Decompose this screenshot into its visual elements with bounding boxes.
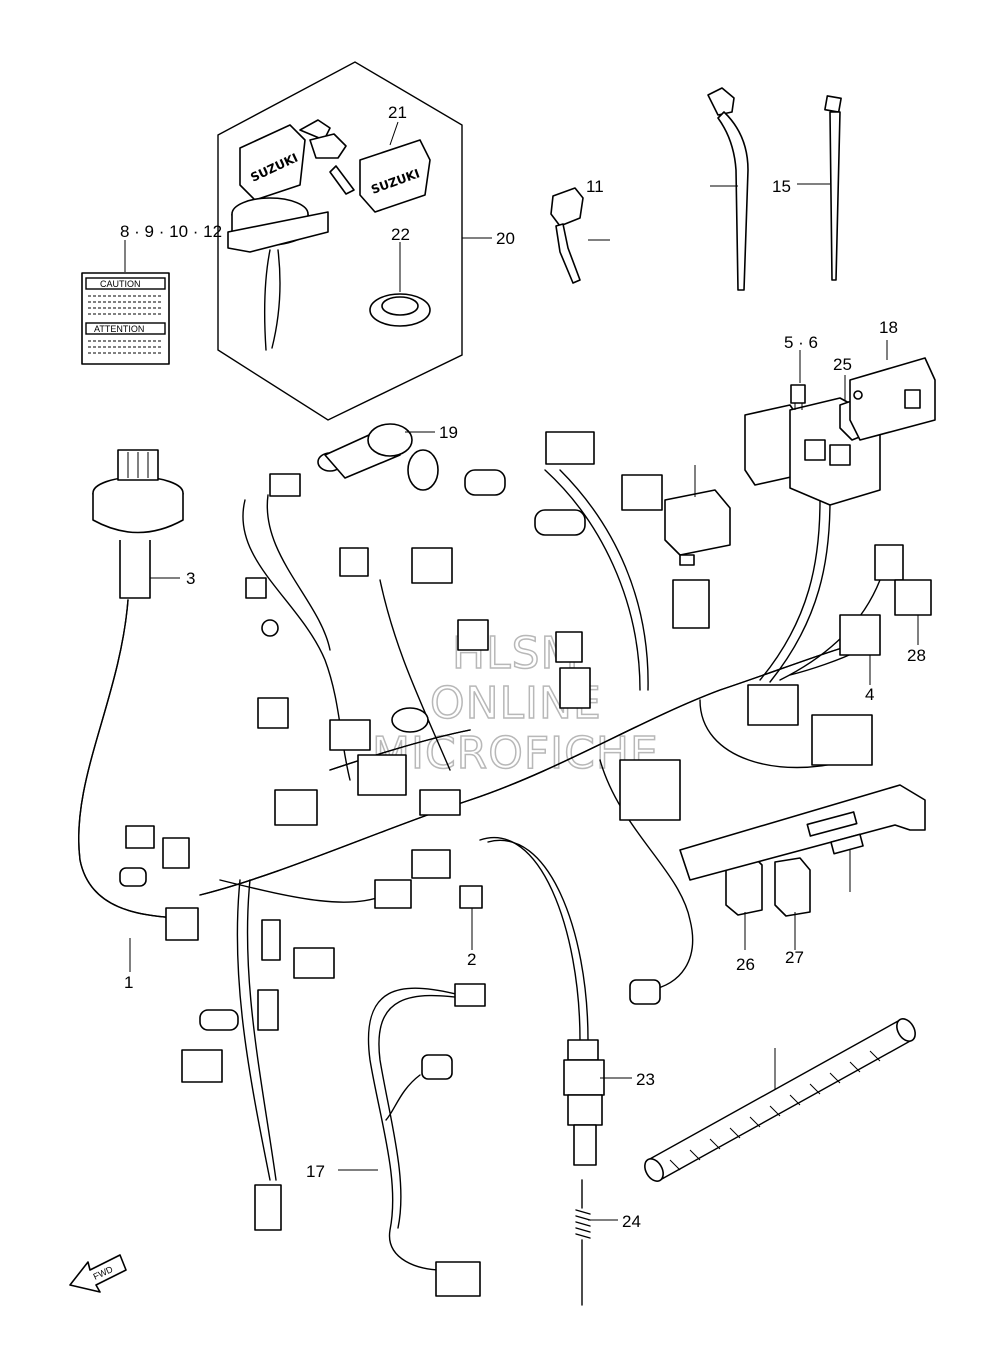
connector-2 [459,885,483,909]
spare-key [550,187,584,284]
ignition-switch-kit: SUZUKI SUZUKI [217,61,463,421]
leader-lines [124,121,919,1221]
accessory-socket [317,423,439,491]
connector-4 [839,614,881,656]
caution-text: CAUTION [100,279,141,289]
callout-22: 26 [736,955,755,974]
ignition-cap: SUZUKI [359,139,431,213]
connector-23 [774,857,811,917]
callout-2: 2 [467,950,476,969]
callout-8-12: 11 [586,177,604,196]
callout-18: 22 [391,225,410,244]
attention-text: ATTENTION [94,324,144,334]
harness-connectors [119,431,904,1231]
callout-labels: 8 · 9 · 10 · 12 21 22 20 8 · 9 · 10 · 12… [120,103,926,1231]
main-wiring-harness [78,469,881,1181]
callout-5-6: 5 · 6 [784,333,818,352]
cable-tie-small [824,95,842,281]
corrugated-tube [644,1018,916,1182]
callout-17: 21 [388,103,407,122]
watermark: HLSM ONLINE MICROFICHE [371,627,659,780]
callout-24: 28 [907,646,926,665]
callout-13: 17 [306,1162,325,1181]
sub-harness [367,983,486,1297]
fuse-bracket [849,357,936,441]
callout-20: 24 [622,1212,641,1231]
callout-23: 27 [785,948,804,967]
connector-24 [894,579,932,616]
relay-large [664,489,731,566]
callout-15: 19 [439,423,458,442]
callout-14: 18 [879,318,898,337]
caution-label: CAUTION ATTENTION [81,272,170,365]
callout-7: 8 · 9 · 10 · 12 [120,222,222,241]
watermark-line-3: MICROFICHE [372,728,659,779]
callout-21: 25 [833,355,852,374]
callout-19: 23 [636,1070,655,1089]
kit-outline [217,61,463,421]
callout-3: 3 [186,569,195,588]
bracket-plate [679,784,926,881]
ring-nut [369,293,431,327]
callout-16: 20 [496,229,515,248]
callout-4: 4 [865,685,874,704]
ignition-switch: SUZUKI [227,119,355,351]
cable-tie-large [707,87,749,291]
forward-arrow: FWD [69,1254,127,1293]
spring-clip [575,1179,591,1306]
callout-1: 1 [124,973,133,992]
callout-11: 15 [772,177,791,196]
fuse [790,384,806,410]
round-multi-connector [92,449,184,599]
oxygen-sensor [563,1039,605,1166]
fuse-box [744,397,881,506]
